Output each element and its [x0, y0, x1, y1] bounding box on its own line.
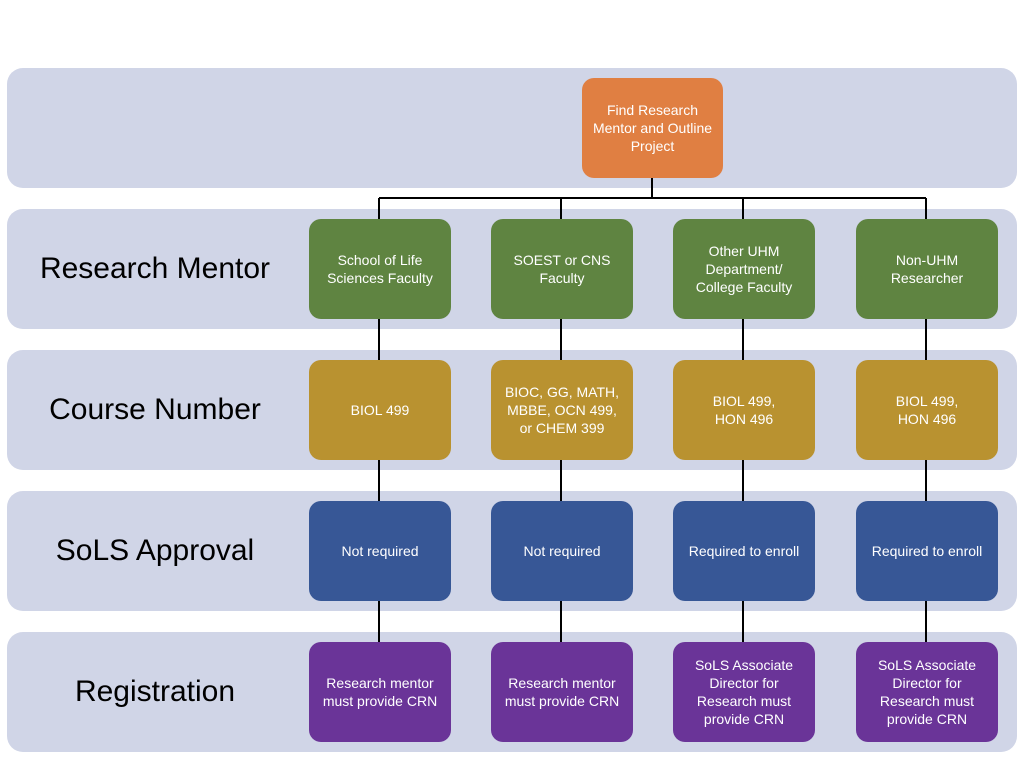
approval-box-1: Not required: [309, 501, 451, 601]
row-label-sols-approval: SoLS Approval: [55, 534, 255, 567]
approval-box-2: Not required: [491, 501, 633, 601]
find-research-mentor-box: Find Research Mentor and Outline Project: [582, 78, 723, 178]
course-box-4: BIOL 499, HON 496: [856, 360, 998, 460]
approval-box-4: Required to enroll: [856, 501, 998, 601]
registration-box-3: SoLS Associate Director for Research mus…: [673, 642, 815, 742]
row-label-research-mentor: Research Mentor: [39, 252, 271, 285]
course-box-2: BIOC, GG, MATH, MBBE, OCN 499, or CHEM 3…: [491, 360, 633, 460]
registration-box-2: Research mentor must provide CRN: [491, 642, 633, 742]
registration-box-1: Research mentor must provide CRN: [309, 642, 451, 742]
mentor-box-soest-cns: SOEST or CNS Faculty: [491, 219, 633, 319]
course-box-1: BIOL 499: [309, 360, 451, 460]
registration-box-4: SoLS Associate Director for Research mus…: [856, 642, 998, 742]
mentor-box-non-uhm: Non-UHM Researcher: [856, 219, 998, 319]
row-label-registration: Registration: [74, 675, 236, 708]
mentor-box-life-sciences: School of Life Sciences Faculty: [309, 219, 451, 319]
row-label-course-number: Course Number: [49, 393, 261, 426]
approval-box-3: Required to enroll: [673, 501, 815, 601]
root-band: [7, 68, 1017, 188]
course-box-3: BIOL 499, HON 496: [673, 360, 815, 460]
mentor-box-other-uhm: Other UHM Department/ College Faculty: [673, 219, 815, 319]
